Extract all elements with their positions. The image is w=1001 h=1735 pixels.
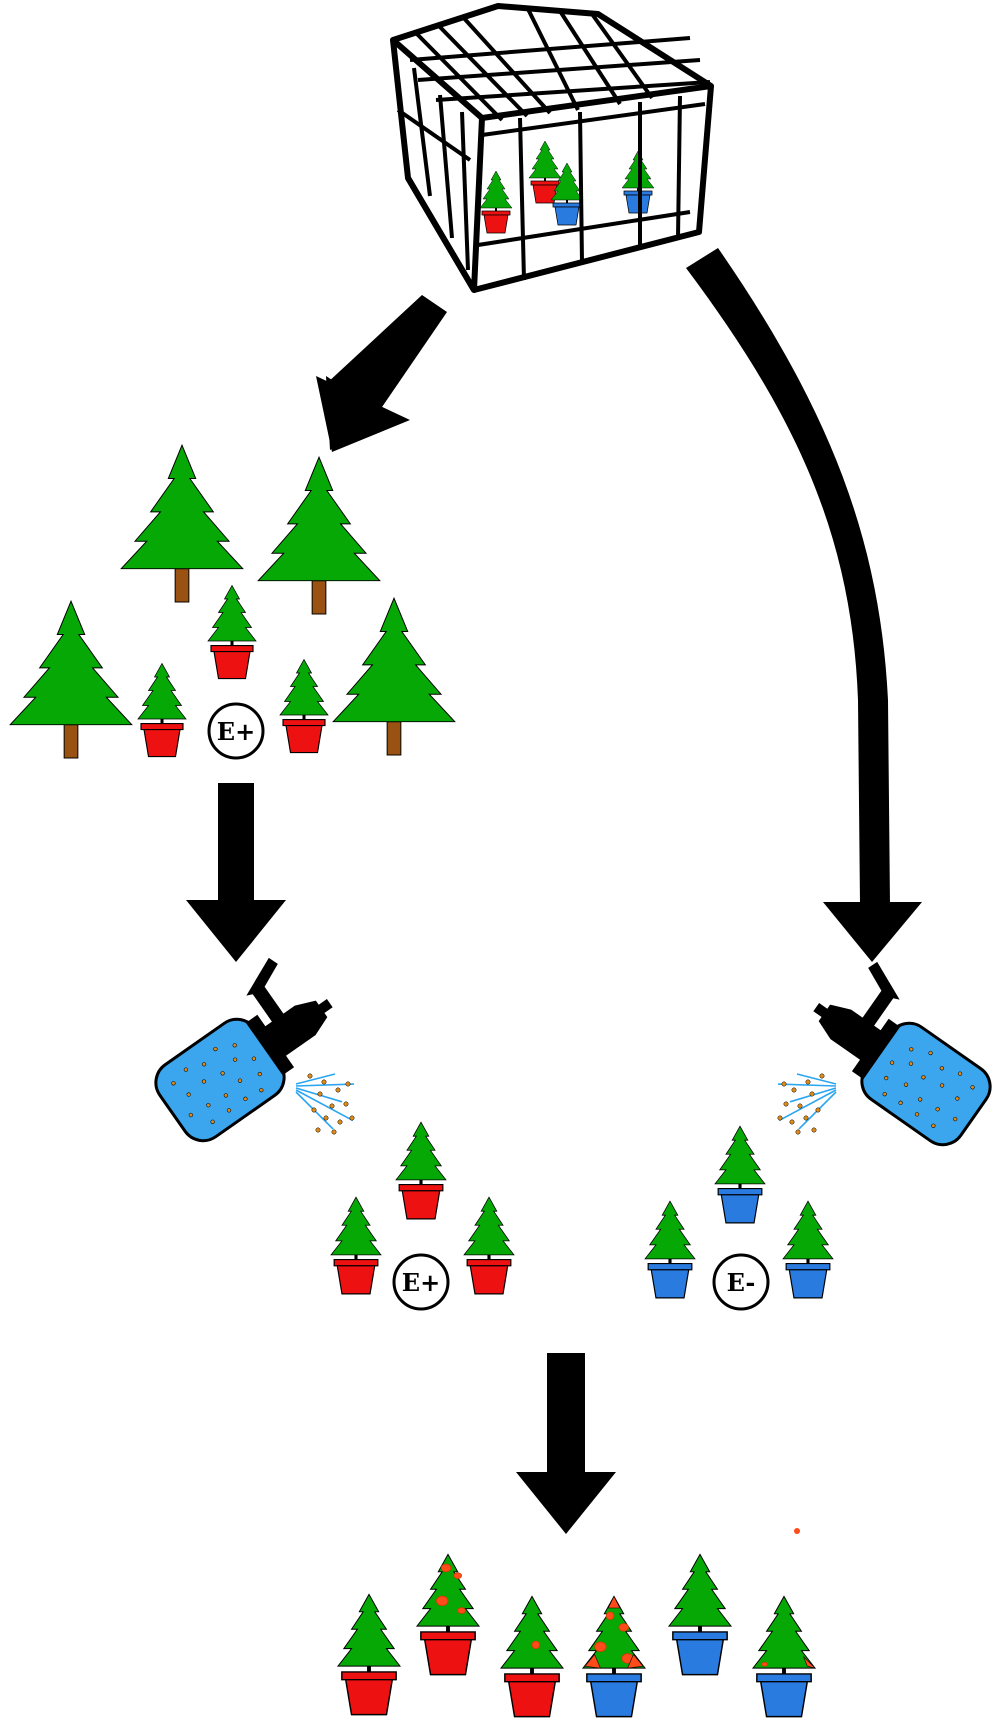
spray-mist-icon (777, 1073, 837, 1135)
tree-icon (9, 599, 133, 759)
spore-dot (794, 1528, 800, 1534)
forest-group-badge: E+ (207, 702, 265, 760)
tree-icon (120, 443, 244, 603)
tree-icon (332, 596, 456, 756)
seedling-pot-icon (416, 1553, 480, 1676)
seedling-pot-icon (644, 1200, 696, 1299)
arrow-icon (686, 248, 890, 905)
forest-seedlings (137, 585, 329, 758)
seedling-pot-icon (668, 1553, 732, 1676)
seedling-pot-icon (337, 1593, 401, 1716)
spray-bottle-icon (154, 957, 333, 1143)
inoculated-group-badge: E+ (392, 1253, 450, 1311)
seedling-pot-icon (714, 1125, 766, 1224)
seedling-pot-icon (500, 1595, 564, 1718)
seedling-pot-icon (207, 585, 257, 680)
forest-group-label: E+ (217, 717, 255, 746)
seedling-pot-icon (279, 659, 329, 754)
seedling-pot-icon (137, 663, 187, 758)
arrow-icon (186, 783, 286, 962)
seedling-pot-icon (550, 162, 584, 226)
arrow-icon (316, 295, 447, 452)
tree-icon (257, 455, 381, 615)
forest-trees (9, 443, 456, 759)
arrows-group (186, 248, 922, 1534)
seedling-pot-icon (782, 1200, 834, 1299)
spray-mist-icon (295, 1073, 355, 1135)
seedling-pot-icon (752, 1595, 816, 1718)
control-seedlings (644, 1125, 834, 1299)
arrow-icon (516, 1353, 616, 1534)
result-seedlings (337, 1553, 816, 1718)
inoculated-seedlings (330, 1121, 515, 1295)
seedling-pot-icon (582, 1595, 646, 1718)
control-group-badge: E- (712, 1253, 770, 1311)
arrow-icon (823, 902, 922, 962)
seedling-pot-icon (479, 170, 513, 234)
control-group-label: E- (727, 1268, 756, 1297)
seedling-pot-icon (395, 1121, 447, 1220)
greenhouse-icon (390, 3, 714, 293)
spray-bottle-icon (813, 961, 992, 1147)
inoculated-group-label: E+ (402, 1268, 440, 1297)
seedling-pot-icon (463, 1196, 515, 1295)
seedling-pot-icon (330, 1196, 382, 1295)
